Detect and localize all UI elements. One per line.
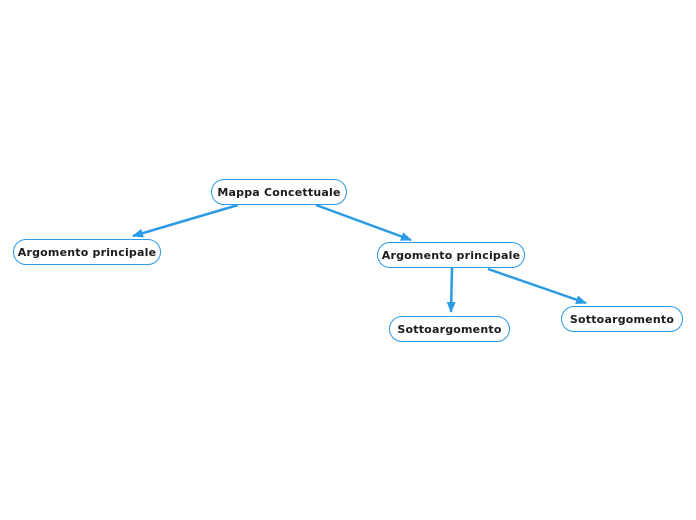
node-sottoargomento-2[interactable]: Sottoargomento [561,306,683,332]
edge-main-right-to-sub-1 [446,267,456,313]
node-sottoargomento-1[interactable]: Sottoargomento [389,316,510,342]
node-label: Mappa Concettuale [217,185,341,199]
node-argomento-principale-left[interactable]: Argomento principale [13,239,161,265]
node-label: Sottoargomento [569,312,675,326]
edge-root-to-main-left [132,203,239,238]
node-argomento-principale-right[interactable]: Argomento principale [377,242,525,268]
node-label: Argomento principale [381,248,521,262]
edge-root-to-main-right [315,203,412,242]
node-label: Sottoargomento [397,322,502,336]
node-mappa-concettuale[interactable]: Mappa Concettuale [211,179,347,205]
edge-main-right-to-sub-2 [487,267,587,305]
node-label: Argomento principale [17,245,157,259]
